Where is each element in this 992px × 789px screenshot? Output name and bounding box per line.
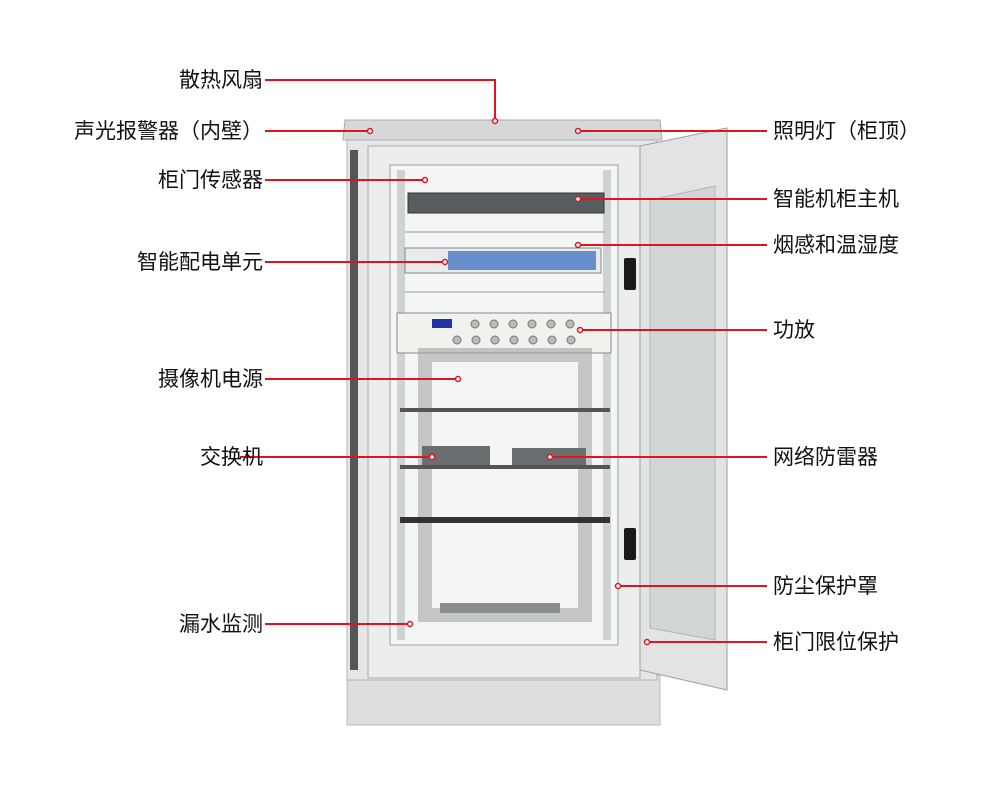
- cabinet-side-seal: [350, 150, 358, 670]
- smart-host-unit: [407, 192, 605, 214]
- amp-knobs: [452, 319, 576, 345]
- hinge: [624, 258, 636, 290]
- label-smoke: 烟感和温湿度: [773, 233, 899, 257]
- hinge: [624, 528, 636, 560]
- label-dust: 防尘保护罩: [773, 574, 878, 598]
- breakers: [448, 251, 596, 270]
- shelf: [400, 408, 610, 412]
- door-panel: [649, 185, 716, 641]
- label-light: 照明灯（柜顶）: [773, 119, 920, 143]
- mounting-frame: [418, 348, 592, 622]
- label-fan: 散热风扇: [179, 68, 263, 92]
- label-camera-power: 摄像机电源: [158, 367, 263, 391]
- label-alarm: 声光报警器（内壁）: [74, 119, 263, 143]
- label-switch: 交换机: [200, 445, 263, 469]
- cabinet-top: [342, 119, 663, 141]
- label-host: 智能机柜主机: [773, 187, 899, 211]
- bottom-bracket: [440, 603, 560, 613]
- label-door-sensor: 柜门传感器: [158, 168, 263, 192]
- rack-rail-right: [603, 170, 611, 640]
- leader-dots: [366, 117, 651, 646]
- label-leak: 漏水监测: [179, 612, 263, 636]
- amp-display: [432, 319, 452, 328]
- switch-units: [422, 446, 586, 465]
- shelf: [400, 517, 610, 523]
- label-door-limit: 柜门限位保护: [773, 630, 899, 654]
- label-amp: 功放: [773, 318, 815, 342]
- cabinet-base: [346, 674, 661, 726]
- rack-rail-left: [397, 170, 405, 640]
- label-pdu: 智能配电单元: [137, 250, 263, 274]
- label-surge: 网络防雷器: [773, 445, 878, 469]
- shelf: [400, 465, 610, 469]
- leader-lines: [240, 79, 767, 643]
